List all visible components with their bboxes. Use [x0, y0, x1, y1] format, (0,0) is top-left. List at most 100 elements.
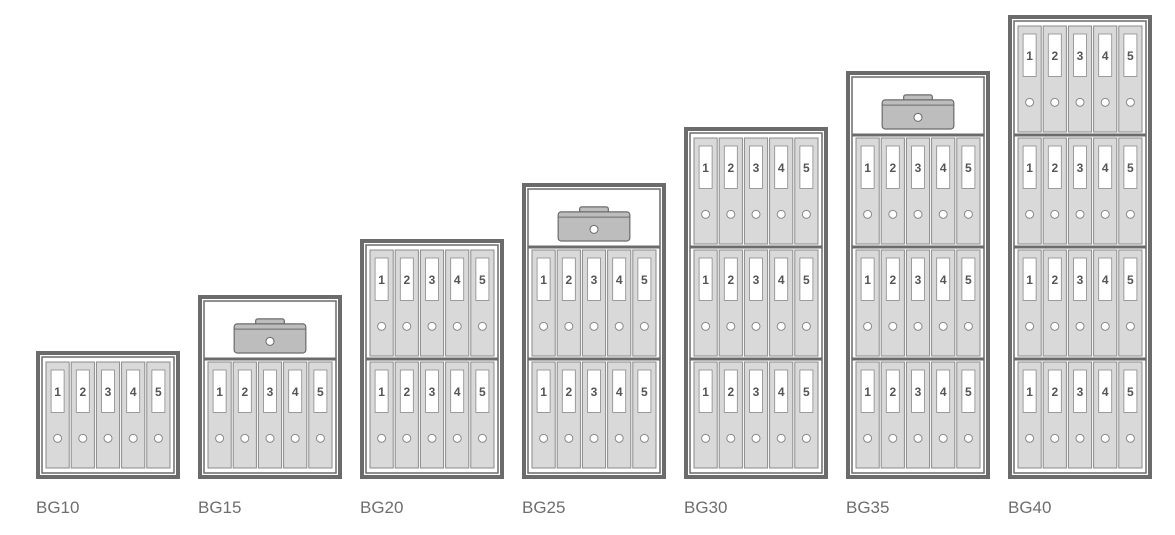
binder: 4 [769, 249, 794, 357]
binder-spine-label [1123, 33, 1138, 77]
binder: 3 [743, 137, 769, 245]
binder-spine-label [237, 369, 252, 413]
binder-ring-icon [701, 433, 711, 443]
binder-ring-icon [477, 433, 487, 443]
binder-spine-label [799, 145, 814, 189]
binder-spine-label [75, 369, 90, 413]
binder-ring-icon [1025, 97, 1035, 107]
binder: 3 [581, 249, 607, 357]
binder-ring-icon [1100, 433, 1110, 443]
binder-number: 1 [1026, 49, 1033, 63]
binder-ring-icon [103, 433, 113, 443]
binder-spine-label [475, 257, 490, 301]
binder: 3 [581, 361, 607, 469]
binder-spine-label [698, 369, 713, 413]
binder-number: 2 [1051, 385, 1058, 399]
binder-spine-label [936, 369, 951, 413]
binder-ring-icon [1075, 97, 1085, 107]
binder-ring-icon [701, 209, 711, 219]
binder-number: 3 [915, 273, 922, 287]
binder-ring-icon [614, 321, 624, 331]
binder-number: 1 [54, 385, 61, 399]
binder-ring-icon [1100, 321, 1110, 331]
binder-number: 1 [540, 273, 547, 287]
binder-number: 3 [591, 273, 598, 287]
binder-number: 4 [940, 161, 947, 175]
binder-ring-icon [888, 209, 898, 219]
binder: 5 [308, 361, 333, 469]
binder: 1 [207, 361, 232, 469]
binder-spine-label [561, 257, 576, 301]
binder-number: 1 [702, 385, 709, 399]
binder-ring-icon [1075, 433, 1085, 443]
binder-spine-label [450, 257, 465, 301]
binder-number: 3 [105, 385, 112, 399]
safe-label-bg25: BG25 [522, 498, 566, 517]
binder-spine-label [749, 257, 763, 301]
binder-number: 1 [378, 385, 385, 399]
binder: 2 [1042, 361, 1067, 469]
cashbox-lock-icon [589, 224, 599, 234]
binder-number: 5 [317, 385, 324, 399]
binder: 3 [1067, 137, 1093, 245]
binder: 4 [607, 361, 632, 469]
binder: 1 [1017, 137, 1042, 245]
binder: 5 [956, 361, 981, 469]
binder-number: 4 [778, 385, 785, 399]
binder: 2 [556, 249, 581, 357]
binder-ring-icon [402, 433, 412, 443]
binder-ring-icon [452, 433, 462, 443]
binder-ring-icon [938, 433, 948, 443]
binder-ring-icon [452, 321, 462, 331]
binder-number: 4 [1102, 49, 1109, 63]
binder-spine-label [637, 257, 652, 301]
binder-spine-label [885, 257, 900, 301]
binder-spine-label [774, 369, 789, 413]
binder-ring-icon [776, 209, 786, 219]
binder-number: 4 [1102, 273, 1109, 287]
binder-ring-icon [564, 433, 574, 443]
binder-number: 3 [1077, 161, 1084, 175]
binder-spine-label [587, 257, 601, 301]
binder-ring-icon [863, 321, 873, 331]
binder: 5 [632, 249, 657, 357]
binder: 5 [794, 361, 819, 469]
binder-number: 2 [889, 273, 896, 287]
binder: 2 [394, 249, 419, 357]
binder-ring-icon [1050, 97, 1060, 107]
binder-spine-label [151, 369, 166, 413]
binder-ring-icon [801, 209, 811, 219]
binder-spine-label [425, 369, 439, 413]
binder-ring-icon [801, 433, 811, 443]
binder: 1 [693, 249, 718, 357]
binder-number: 1 [378, 273, 385, 287]
binder-ring-icon [1100, 97, 1110, 107]
binder-spine-label [936, 257, 951, 301]
binder-number: 3 [915, 385, 922, 399]
binder-number: 2 [727, 161, 734, 175]
binder: 4 [931, 137, 956, 245]
binder-number: 2 [727, 385, 734, 399]
binder-spine-label [799, 369, 814, 413]
binder-number: 3 [753, 273, 760, 287]
binder: 5 [794, 249, 819, 357]
binder: 4 [931, 361, 956, 469]
binder-ring-icon [539, 433, 549, 443]
binder-number: 1 [864, 161, 871, 175]
binder: 5 [956, 137, 981, 245]
binder-spine-label [774, 257, 789, 301]
binder-ring-icon [1025, 433, 1035, 443]
binder-ring-icon [1125, 433, 1135, 443]
binder-number: 1 [864, 385, 871, 399]
binder-number: 4 [1102, 161, 1109, 175]
binder-ring-icon [938, 321, 948, 331]
binder-number: 4 [778, 161, 785, 175]
binder-ring-icon [315, 433, 325, 443]
binder-number: 4 [940, 385, 947, 399]
safe-inner-frame [851, 76, 985, 474]
binder-number: 4 [454, 273, 461, 287]
binder: 2 [70, 361, 95, 469]
binder-number: 4 [778, 273, 785, 287]
